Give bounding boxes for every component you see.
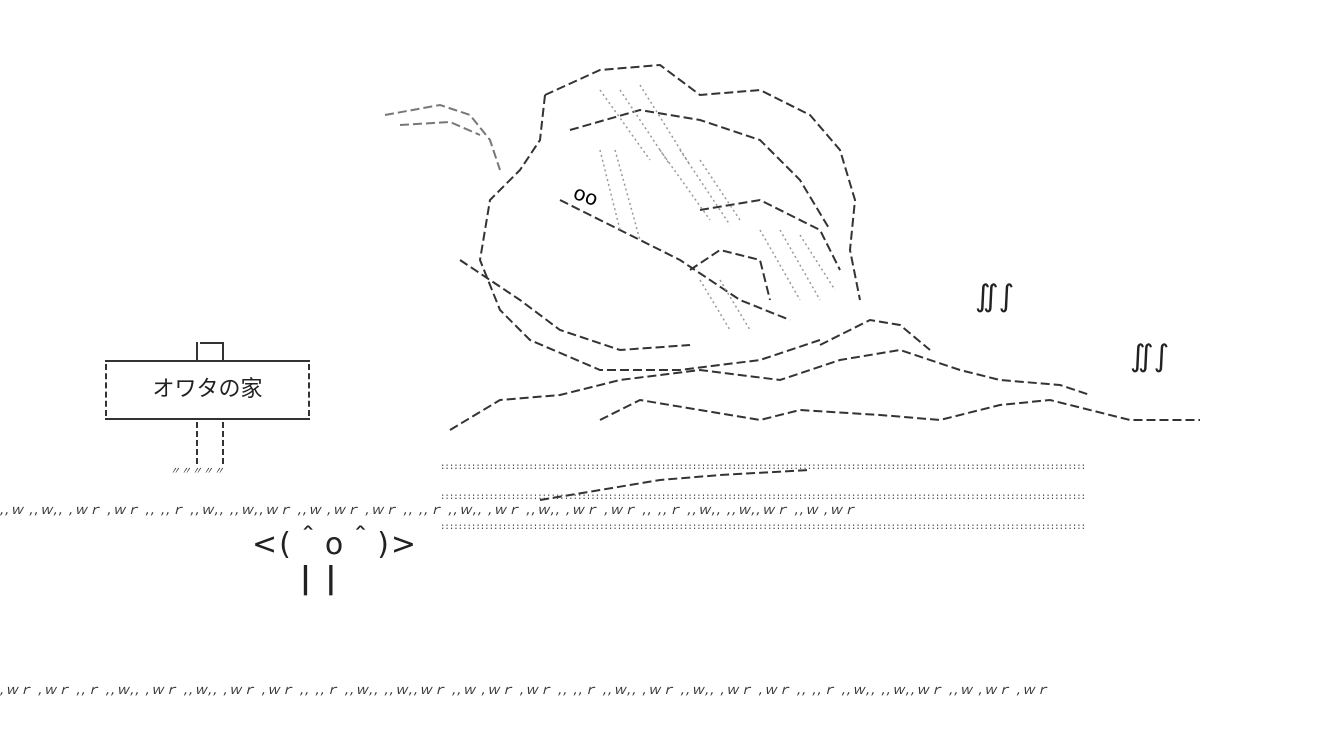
shading	[599, 84, 741, 226]
sign-post-top	[196, 342, 198, 360]
roof-outline	[544, 63, 861, 301]
smoke-text: ∬∫	[1130, 339, 1170, 374]
sign-cap	[200, 342, 224, 344]
sign-post	[196, 422, 198, 464]
dots-row: ::::::::::::::::::::::::::::::::::::::::…	[440, 522, 1086, 532]
wall	[699, 198, 841, 271]
house-sign: オワタの家	[105, 360, 310, 420]
wall	[569, 108, 831, 231]
pipe	[399, 120, 481, 136]
sign-post	[222, 422, 224, 464]
character-face: <(＾o＾)>	[252, 527, 419, 562]
shading	[699, 229, 836, 331]
character-legs: | |	[300, 561, 339, 596]
wall	[459, 259, 691, 352]
pipe	[384, 103, 501, 171]
rubble-dots: ::::::::::::::::::::::::::::::::::::::::…	[440, 442, 1290, 542]
debris	[599, 398, 1200, 422]
ground-lower: ,ｗｒ ,ｗｒ ,,ｒ ,,ｗ,, ,ｗｒ ,,ｗ,, ,ｗｒ ,ｗｒ ,, ,…	[0, 683, 1050, 698]
dots-row: ::::::::::::::::::::::::::::::::::::::::…	[440, 492, 1086, 502]
wall	[559, 199, 791, 321]
wall	[689, 248, 771, 301]
dots-row: ::::::::::::::::::::::::::::::::::::::::…	[440, 462, 1086, 472]
ground-upper: ,,ｗ ,,ｗ,, ,ｗｒ ,ｗｒ ,, ,,ｒ ,,ｗ,, ,,ｗ,,ｗｒ ,…	[0, 503, 858, 518]
roof-outline	[478, 94, 821, 371]
sign-grass: 〃〃〃〃〃	[170, 466, 225, 477]
sign-post-top	[222, 342, 224, 360]
sign-text: オワタの家	[152, 377, 263, 402]
smoke-text: ∬∫	[975, 279, 1015, 314]
debris	[819, 318, 931, 351]
debris	[539, 469, 811, 501]
shading	[599, 149, 641, 241]
debris	[449, 348, 1091, 431]
